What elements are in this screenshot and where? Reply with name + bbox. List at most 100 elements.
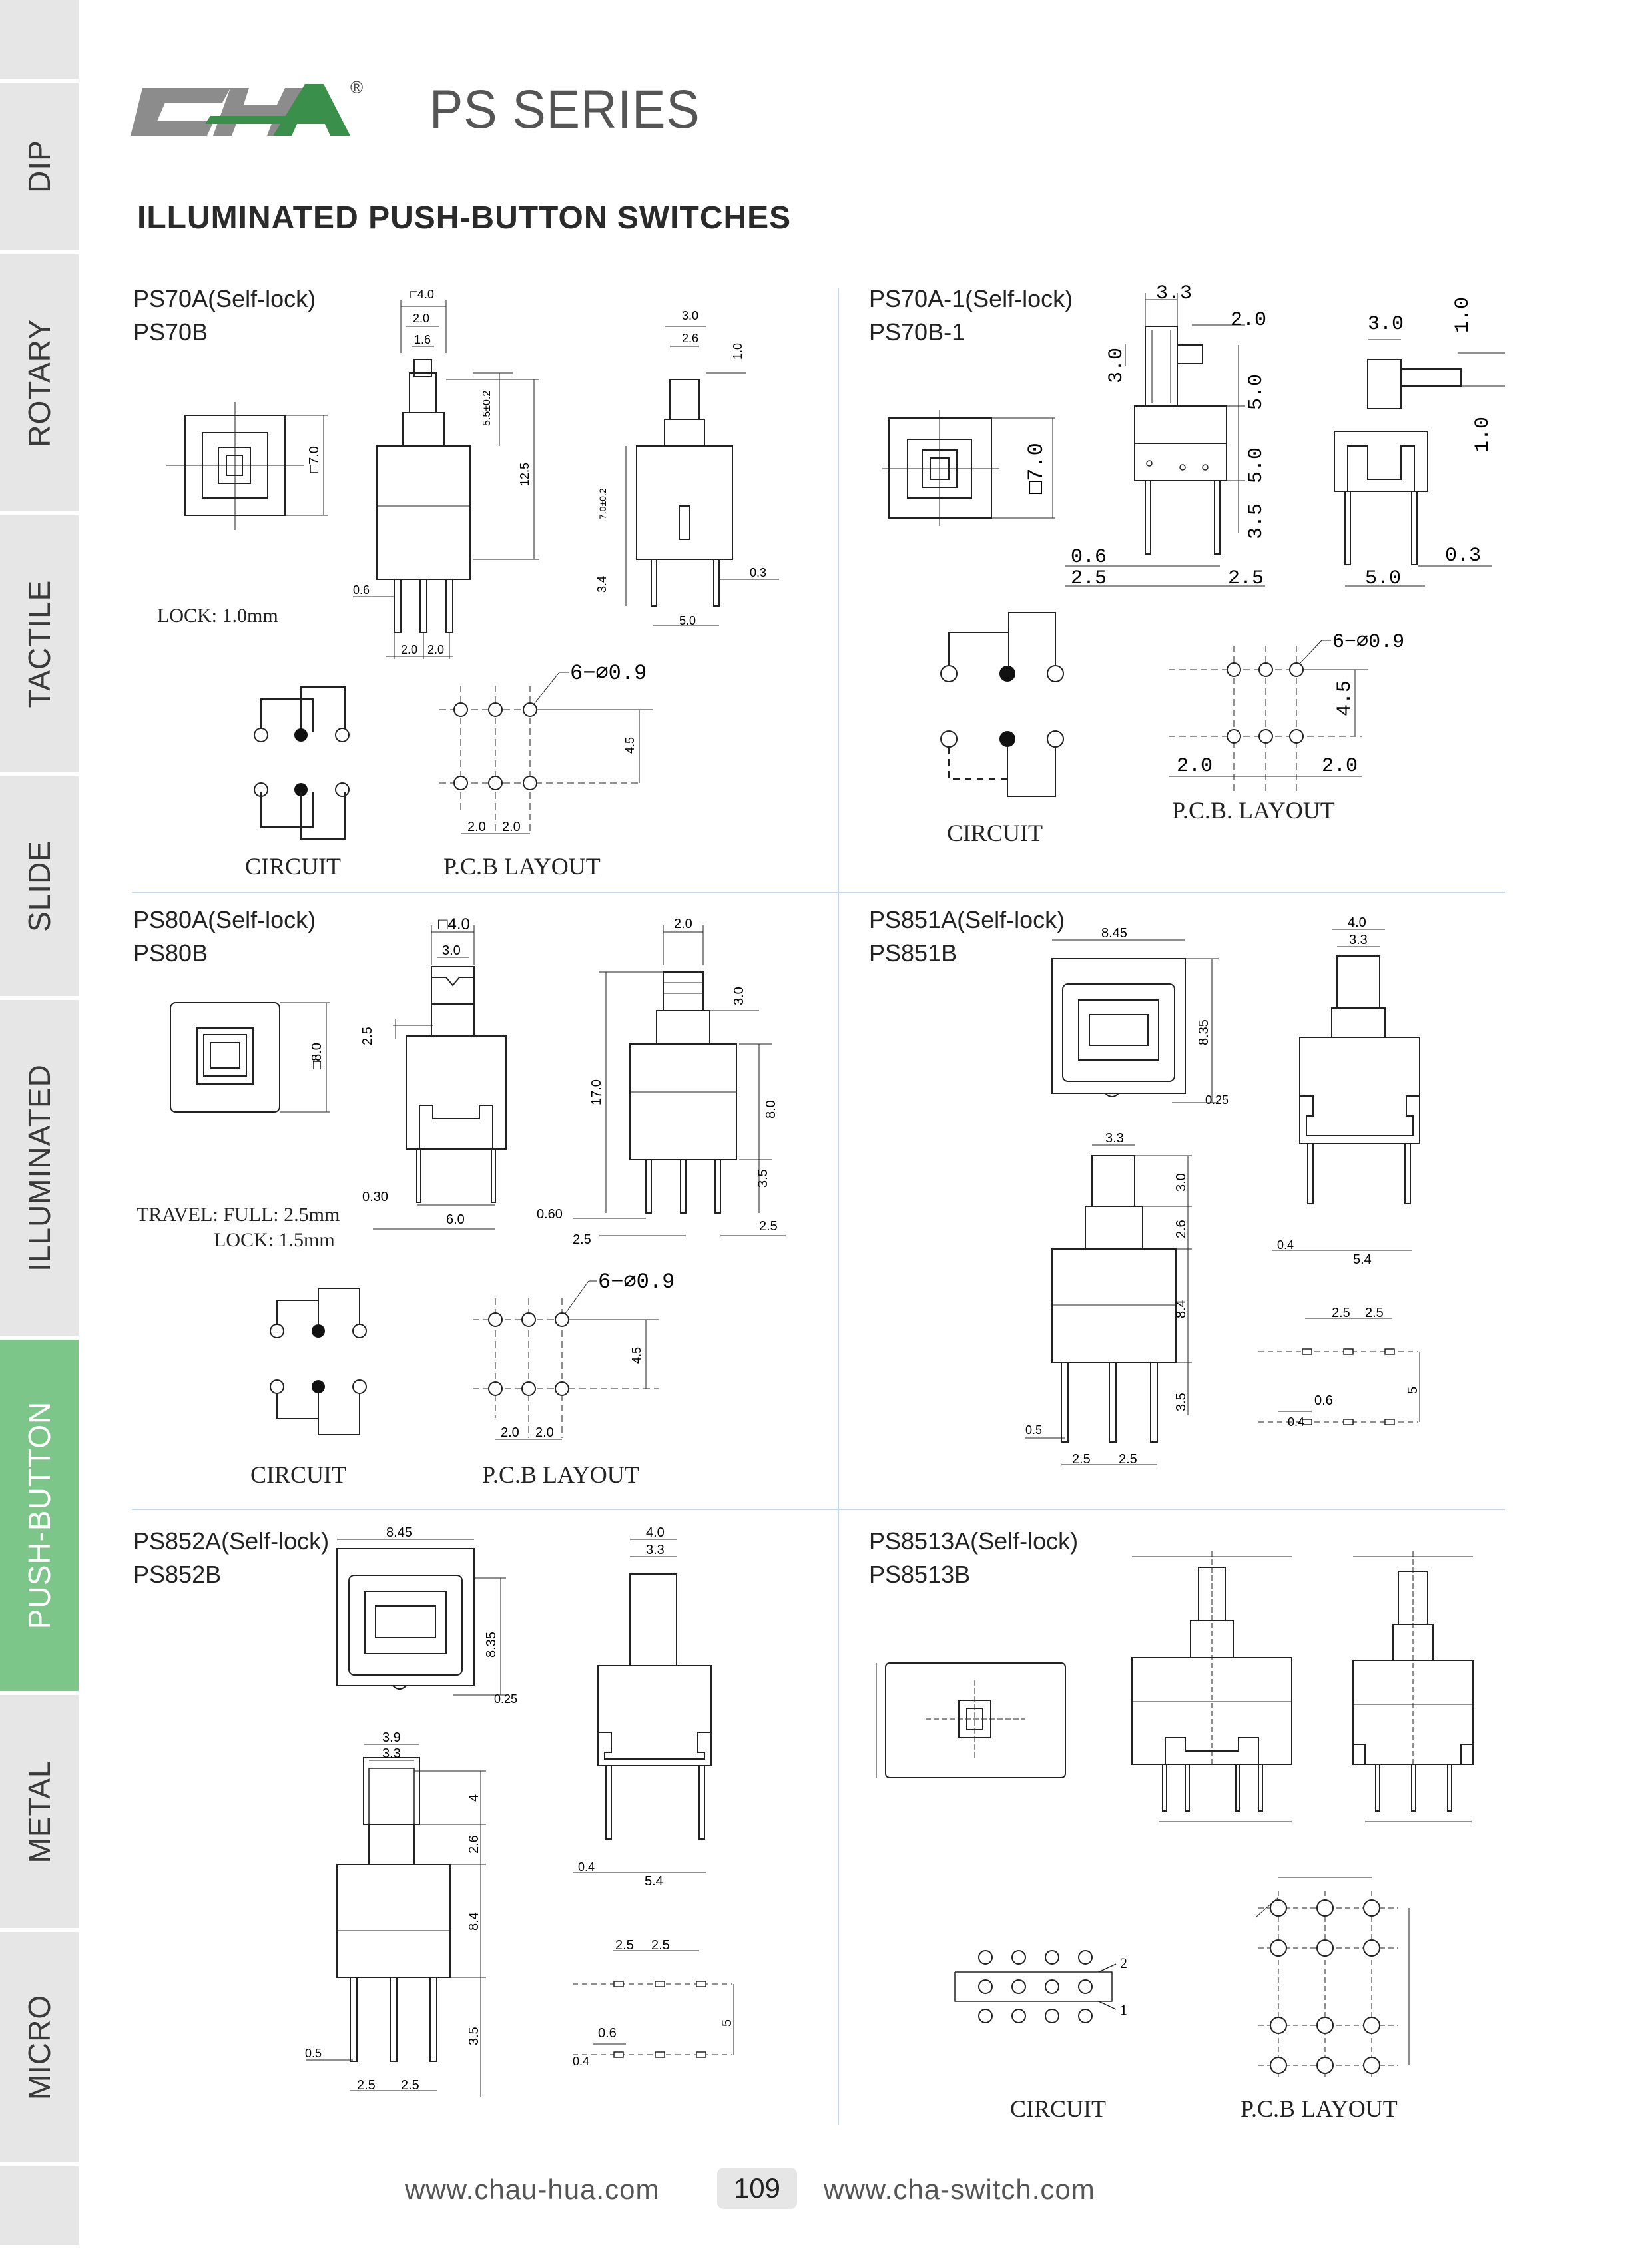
dim-label: 7.0±0.2 — [597, 488, 608, 519]
ps70-1-front-view: 3.3 2.0 3.0 5.0 5.0 3.5 0.6 2.5 2.5 — [1065, 280, 1305, 613]
sidebar-tab-tactile[interactable]: TACTILE — [0, 515, 79, 776]
dim-label: 5 — [1406, 1387, 1420, 1394]
dim-label: 2.0 — [427, 643, 444, 656]
product-name: PS852A(Self-lock) — [133, 1527, 330, 1555]
product-name: PS8513A(Self-lock) — [869, 1527, 1079, 1555]
product-name: PS70A-1(Self-lock) — [869, 285, 1073, 312]
ps80-circuit-diagram — [260, 1288, 380, 1441]
dim-label: 4.5 — [623, 737, 637, 754]
product-variant: PS80B — [133, 939, 208, 967]
sidebar-tab-push-button[interactable]: PUSH-BUTTON — [0, 1340, 79, 1695]
dim-label: 3.3 — [382, 1746, 401, 1761]
note-text: LOCK: 1.5mm — [214, 1229, 335, 1251]
ps70-1-circuit-caption: CIRCUIT — [947, 820, 1043, 846]
dim-label: 4.0 — [1348, 916, 1366, 930]
hole-spec-label: 6−⌀0.9 — [1332, 631, 1404, 654]
sidebar-tab-bottom — [0, 2166, 79, 2249]
ps80-pcb-layout: 6−⌀0.9 4.5 2.0 2.0 — [459, 1265, 712, 1451]
dim-label: 2.5 — [615, 1938, 634, 1953]
ps80-travel-note: TRAVEL: FULL: 2.5mm LOCK: 1.5mm — [137, 1202, 340, 1253]
dim-label: 0.6 — [353, 583, 370, 597]
dim-label: 5.0 — [679, 614, 696, 627]
cha-logo: ® — [131, 75, 368, 153]
dim-label: 2.0 — [1231, 309, 1266, 332]
dim-label: 1.0 — [1472, 417, 1494, 453]
dim-label: 0.4 — [1277, 1238, 1294, 1252]
dim-label: 6.0 — [446, 1212, 465, 1227]
dim-label: 5.0 — [1365, 567, 1401, 590]
sidebar-tab-micro[interactable]: MICRO — [0, 1932, 79, 2166]
product-name: PS70A(Self-lock) — [133, 285, 316, 312]
dim-label: 2.0 — [401, 643, 417, 656]
dim-label: 3.0 — [732, 987, 746, 1005]
hole-spec-label: 6−⌀0.9 — [598, 1270, 675, 1294]
dim-label: 2.6 — [682, 332, 698, 345]
dim-label: 8.4 — [467, 1912, 481, 1931]
dim-label: 2.5 — [1119, 1452, 1137, 1467]
dim-label: 0.6 — [598, 2026, 617, 2041]
product-ps852-title: PS852A(Self-lock) PS852B — [133, 1525, 329, 1591]
note-text: LOCK: 1.0mm — [157, 605, 278, 626]
dim-label: 2.5 — [357, 2078, 376, 2093]
dim-label: 1.6 — [414, 333, 431, 346]
dim-label: 2.6 — [467, 1835, 481, 1854]
dim-label: 0.30 — [362, 1190, 388, 1204]
ps8513-circuit-caption: CIRCUIT — [1010, 2095, 1106, 2122]
ps80-circuit-caption: CIRCUIT — [250, 1461, 346, 1488]
dim-label: 5.0 — [1245, 374, 1268, 410]
sidebar-tab-metal[interactable]: METAL — [0, 1695, 79, 1932]
section-heading: ILLUMINATED PUSH-BUTTON SWITCHES — [137, 200, 792, 236]
dim-label: 3.0 — [1368, 313, 1404, 336]
dim-label: 2.5 — [1228, 567, 1264, 590]
sidebar-tab-top — [0, 0, 79, 83]
product-name: PS80A(Self-lock) — [133, 906, 316, 933]
ps70-1-pcb-layout: 6−⌀0.9 4.5 2.0 2.0 — [1169, 619, 1422, 799]
dim-label: 2.5 — [573, 1232, 591, 1247]
dim-label: 17.0 — [589, 1079, 604, 1105]
dim-label: 2.0 — [467, 820, 486, 834]
sidebar-tab-label: SLIDE — [22, 840, 57, 932]
ps70-1-circuit-diagram — [936, 599, 1082, 806]
dim-label: 3.5 — [1245, 503, 1268, 539]
dim-label: 8.45 — [386, 1525, 412, 1540]
ps70-1-side-view: 3.0 1.0 1.0 0.3 5.0 — [1325, 286, 1505, 613]
circuit-mark: 1 — [1120, 2001, 1127, 2018]
dim-label: 3.5 — [756, 1169, 770, 1188]
footer-url-left[interactable]: www.chau-hua.com — [405, 2174, 660, 2205]
sidebar-tab-dip[interactable]: DIP — [0, 83, 79, 254]
ps70-lock-note: LOCK: 1.0mm — [157, 603, 278, 628]
dim-label: 0.5 — [305, 2047, 322, 2060]
dim-label: 4.0 — [646, 1526, 665, 1540]
dim-label: 5 — [720, 2019, 734, 2027]
ps80-top-view: □8.0 — [166, 996, 340, 1116]
dim-label: 3.0 — [442, 943, 461, 958]
dim-label: 0.4 — [578, 1860, 595, 1874]
product-name: PS851A(Self-lock) — [869, 906, 1065, 933]
series-title: PS SERIES — [429, 79, 700, 140]
ps8513-side-view — [1338, 1545, 1505, 1831]
product-variant: PS852B — [133, 1561, 222, 1588]
dim-label: 1.0 — [1452, 297, 1474, 333]
sidebar-tab-rotary[interactable]: ROTARY — [0, 254, 79, 515]
dim-label: 0.5 — [1025, 1423, 1042, 1437]
dim-label: 3.5 — [1174, 1393, 1189, 1411]
dim-label: 3.4 — [595, 576, 609, 593]
hole-spec-label: 6−⌀0.9 — [570, 661, 647, 686]
dim-label: 5.0 — [1245, 447, 1268, 483]
ps80-front-view: □4.0 3.0 2.5 0.30 6.0 — [353, 912, 533, 1252]
dim-label: 2.5 — [1365, 1306, 1384, 1320]
dim-label: 4.5 — [1334, 680, 1356, 716]
product-ps8513-title: PS8513A(Self-lock) PS8513B — [869, 1525, 1078, 1591]
ps851-top-view: 8.45 8.35 0.25 — [1045, 925, 1239, 1119]
circuit-mark: 2 — [1120, 1955, 1127, 1971]
dim-label: 3.3 — [1156, 282, 1192, 305]
sidebar-tab-illuminated[interactable]: ILLUMINATED — [0, 1000, 79, 1340]
ps70-1-pcb-caption: P.C.B. LAYOUT — [1172, 797, 1335, 824]
dim-label: 12.5 — [518, 463, 531, 486]
sidebar-tab-slide[interactable]: SLIDE — [0, 776, 79, 1000]
dim-label: 2.0 — [1177, 755, 1213, 778]
product-variant: PS851B — [869, 939, 958, 967]
dim-label: 0.3 — [1445, 545, 1481, 567]
footer-url-right[interactable]: www.cha-switch.com — [824, 2174, 1095, 2205]
dim-label: 3.5 — [467, 2027, 481, 2045]
